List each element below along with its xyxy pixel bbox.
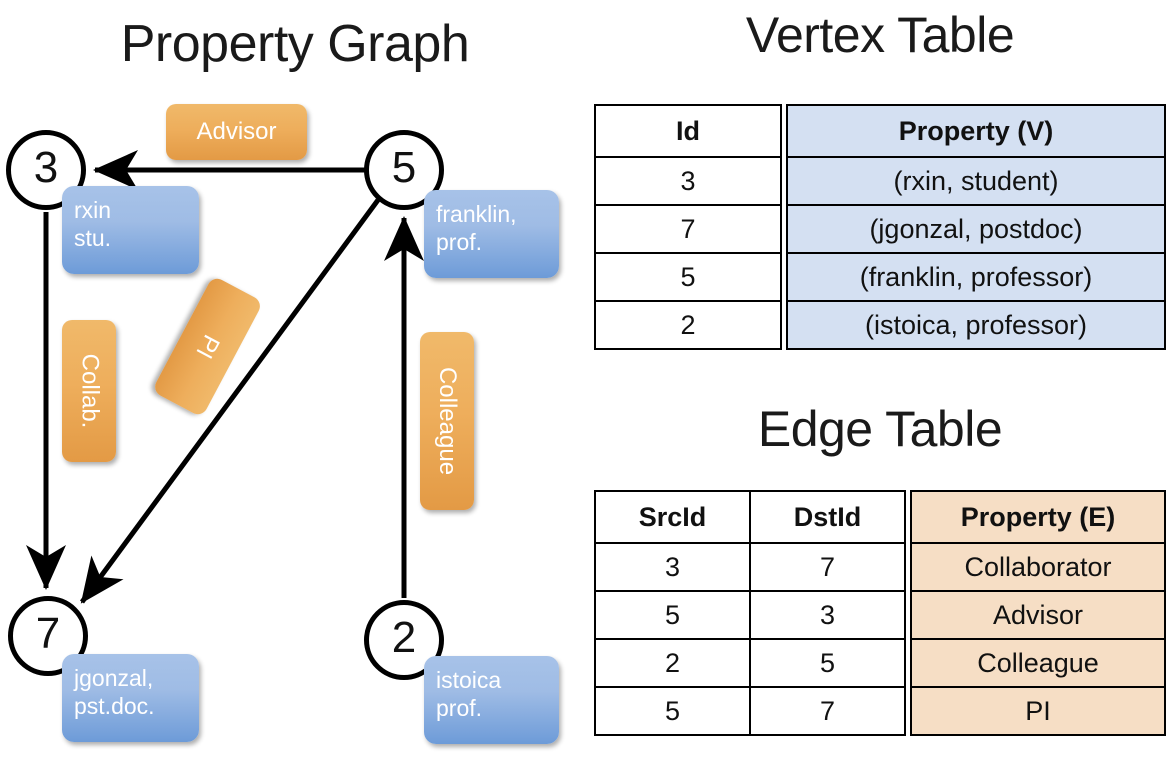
edge-cell-dst: 5 <box>749 638 906 688</box>
vertex-box-franklin-line2: prof. <box>436 229 483 256</box>
vertex-cell-id: 7 <box>594 204 782 254</box>
vertex-cell-id: 5 <box>594 252 782 302</box>
edge-table-header-srcid: SrcId <box>594 490 751 544</box>
edge-cell-property: PI <box>910 686 1166 736</box>
page-title-property-graph: Property Graph <box>120 15 470 73</box>
edge-cell-src: 5 <box>594 686 751 736</box>
edge-table-header-row: SrcId DstId Property (E) <box>594 490 1166 544</box>
table-row[interactable]: 2 (istoica, professor) <box>594 300 1166 350</box>
table-row[interactable]: 7 (jgonzal, postdoc) <box>594 204 1166 254</box>
table-row[interactable]: 2 5 Colleague <box>594 638 1166 688</box>
vertex-table: Id Property (V) 3 (rxin, student) 7 (jgo… <box>594 104 1166 350</box>
table-row[interactable]: 3 (rxin, student) <box>594 156 1166 206</box>
page-title-edge-table: Edge Table <box>757 401 1003 457</box>
vertex-table-header-row: Id Property (V) <box>594 104 1166 158</box>
edge-table-header-property: Property (E) <box>910 490 1166 544</box>
vertex-box-franklin-line1: franklin, <box>436 201 517 227</box>
edge-cell-property: Colleague <box>910 638 1166 688</box>
vertex-cell-property: (istoica, professor) <box>786 300 1166 350</box>
table-row[interactable]: 5 7 PI <box>594 686 1166 736</box>
edge-cell-dst: 3 <box>749 590 906 640</box>
vertex-cell-id: 2 <box>594 300 782 350</box>
table-row[interactable]: 3 7 Collaborator <box>594 542 1166 592</box>
vertex-box-jgonzal-line2: pst.doc. <box>74 693 155 720</box>
edge-cell-dst: 7 <box>749 686 906 736</box>
edge-table: SrcId DstId Property (E) 3 7 Collaborato… <box>594 490 1166 736</box>
vertex-box-jgonzal-line1: jgonzal, <box>74 665 154 691</box>
vertex-box-istoica-line1: istoica <box>436 667 502 693</box>
vertex-box-rxin-line1: rxin <box>74 197 112 223</box>
vertex-table-header-id: Id <box>594 104 782 158</box>
edge-cell-src: 5 <box>594 590 751 640</box>
graph-node-2-label: 2 <box>391 613 417 662</box>
graph-node-2[interactable]: 2 <box>364 600 444 680</box>
vertex-box-rxin[interactable]: rxin stu. <box>62 186 199 274</box>
vertex-box-franklin[interactable]: franklin, prof. <box>424 190 559 278</box>
edge-label-advisor[interactable]: Advisor <box>166 104 307 160</box>
vertex-cell-id: 3 <box>594 156 782 206</box>
page-title-vertex-table: Vertex Table <box>745 7 1015 63</box>
edge-cell-property: Advisor <box>910 590 1166 640</box>
edge-table-header-dstid: DstId <box>749 490 906 544</box>
graph-node-5-label: 5 <box>391 143 417 192</box>
edge-cell-src: 3 <box>594 542 751 592</box>
edge-label-collab[interactable]: Collab. <box>62 320 116 462</box>
graph-edge-arrows <box>26 150 424 604</box>
vertex-box-istoica-line2: prof. <box>436 695 483 722</box>
edge-cell-src: 2 <box>594 638 751 688</box>
table-row[interactable]: 5 (franklin, professor) <box>594 252 1166 302</box>
vertex-cell-property: (franklin, professor) <box>786 252 1166 302</box>
edge-label-colleague[interactable]: Colleague <box>420 332 474 510</box>
vertex-box-istoica[interactable]: istoica prof. <box>424 656 559 744</box>
vertex-box-rxin-line2: stu. <box>74 225 112 252</box>
graph-node-7-label: 7 <box>35 609 61 658</box>
vertex-cell-property: (jgonzal, postdoc) <box>786 204 1166 254</box>
property-graph-diagram: 3 5 7 2 Advisor Collab. PI Colleague rxi… <box>6 104 559 744</box>
table-row[interactable]: 5 3 Advisor <box>594 590 1166 640</box>
graph-node-5[interactable]: 5 <box>364 130 444 210</box>
vertex-cell-property: (rxin, student) <box>786 156 1166 206</box>
edge-cell-property: Collaborator <box>910 542 1166 592</box>
graph-node-3-label: 3 <box>33 143 59 192</box>
edge-5-to-7 <box>79 198 381 604</box>
vertex-table-header-property: Property (V) <box>786 104 1166 158</box>
vertex-box-jgonzal[interactable]: jgonzal, pst.doc. <box>62 654 199 742</box>
edge-cell-dst: 7 <box>749 542 906 592</box>
